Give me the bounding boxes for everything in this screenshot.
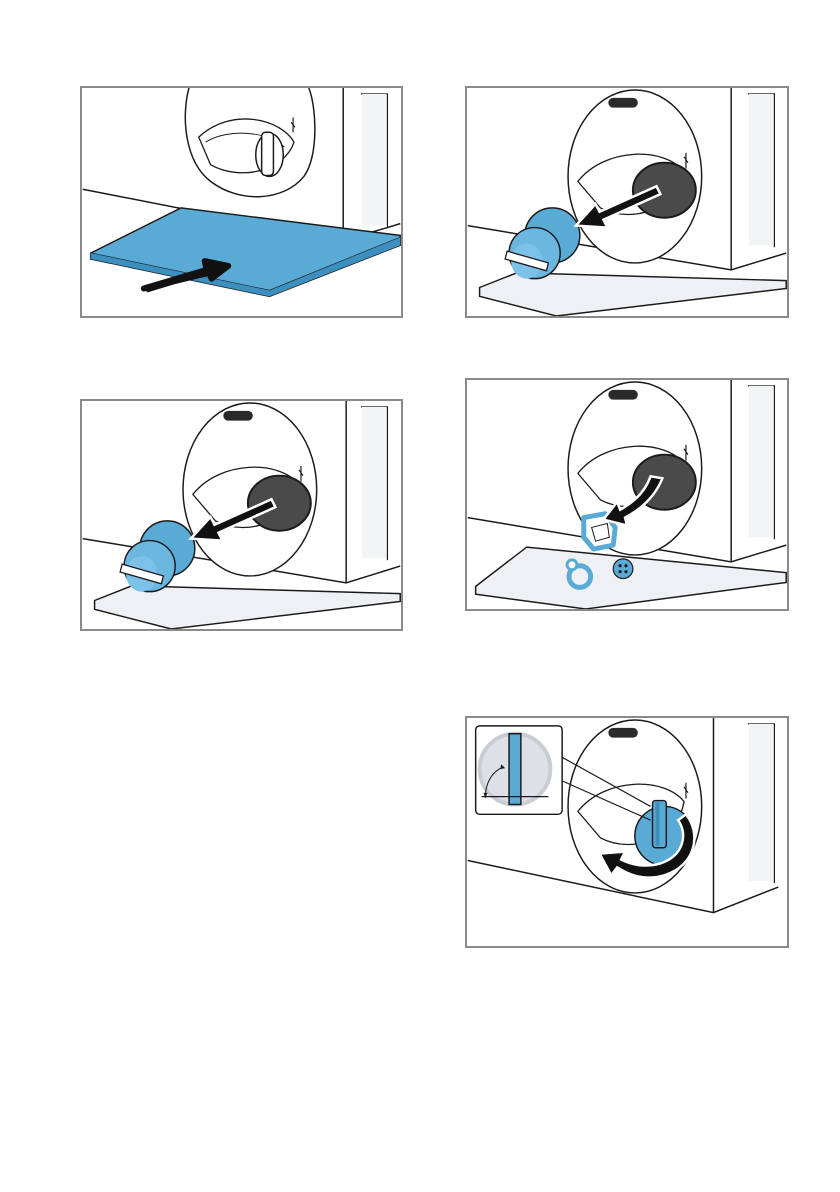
step-5-drawing <box>467 718 787 946</box>
illustration-step-1 <box>80 86 403 318</box>
illustration-step-5 <box>465 716 789 948</box>
drain-pump-cap-icon <box>120 521 195 592</box>
step-3-drawing <box>82 401 401 629</box>
drain-pump-cap-icon <box>505 208 580 279</box>
step-4-drawing <box>467 380 787 609</box>
illustration-step-3 <box>80 399 403 631</box>
illustration-step-4 <box>465 378 789 611</box>
illustration-step-2 <box>465 86 789 318</box>
flat-container-icon <box>91 208 401 296</box>
detail-inset-icon <box>476 726 562 814</box>
step-1-drawing <box>82 88 401 316</box>
step-2-drawing <box>467 88 787 316</box>
